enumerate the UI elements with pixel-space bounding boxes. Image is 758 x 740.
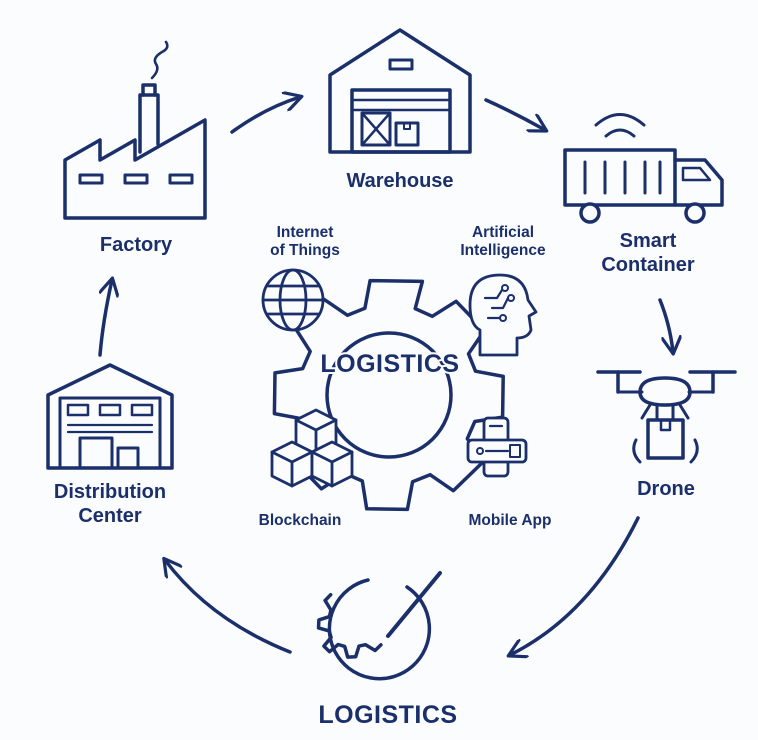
iot-line2: of Things [270, 242, 340, 260]
smart-container-line1: Smart [619, 230, 677, 252]
ai-head-icon [468, 273, 538, 357]
iot-label: Internet of Things [245, 224, 365, 261]
smart-container-line2: Container [601, 253, 695, 276]
ai-line1: Artificial [471, 224, 534, 241]
warehouse-icon [328, 28, 472, 154]
blockchain-label: Blockchain [258, 512, 342, 529]
cycle-arrows [98, 97, 673, 655]
central-gear-icon [272, 278, 505, 512]
ai-line2: Intelligence [460, 242, 546, 260]
blocks-icon [270, 408, 354, 488]
factory-label: Factory [99, 234, 173, 256]
smart-container-label: Smart Container [578, 230, 718, 277]
arrow-warehouse-to-container [484, 98, 545, 130]
distribution-center-label: Distribution Center [35, 481, 185, 528]
globe-icon [261, 268, 325, 332]
distribution-center-icon [46, 363, 174, 470]
arrow-drone-to-logistics [510, 516, 640, 655]
distribution-center-line2: Center [78, 504, 142, 527]
distribution-center-line1: Distribution [53, 481, 167, 503]
ai-label: Artificial Intelligence [438, 224, 568, 261]
warehouse-label: Warehouse [346, 170, 454, 192]
truck-container-icon [563, 113, 724, 224]
mobile-app-icon [466, 416, 528, 478]
factory-icon [63, 40, 207, 220]
arrow-distribution-to-factory [98, 280, 112, 357]
gear-icon [316, 571, 442, 681]
drone-icon [596, 370, 737, 464]
iot-line1: Internet [276, 224, 334, 241]
drone-label: Drone [637, 478, 695, 500]
bottom-logistics-label: LOGISTICS [318, 701, 458, 729]
arrow-container-to-drone [658, 298, 673, 352]
hub-title: LOGISTICS [318, 348, 461, 380]
arrow-logistics-to-distribution [165, 560, 292, 654]
arrow-factory-to-warehouse [230, 97, 300, 134]
mobile-app-label: Mobile App [468, 512, 552, 529]
